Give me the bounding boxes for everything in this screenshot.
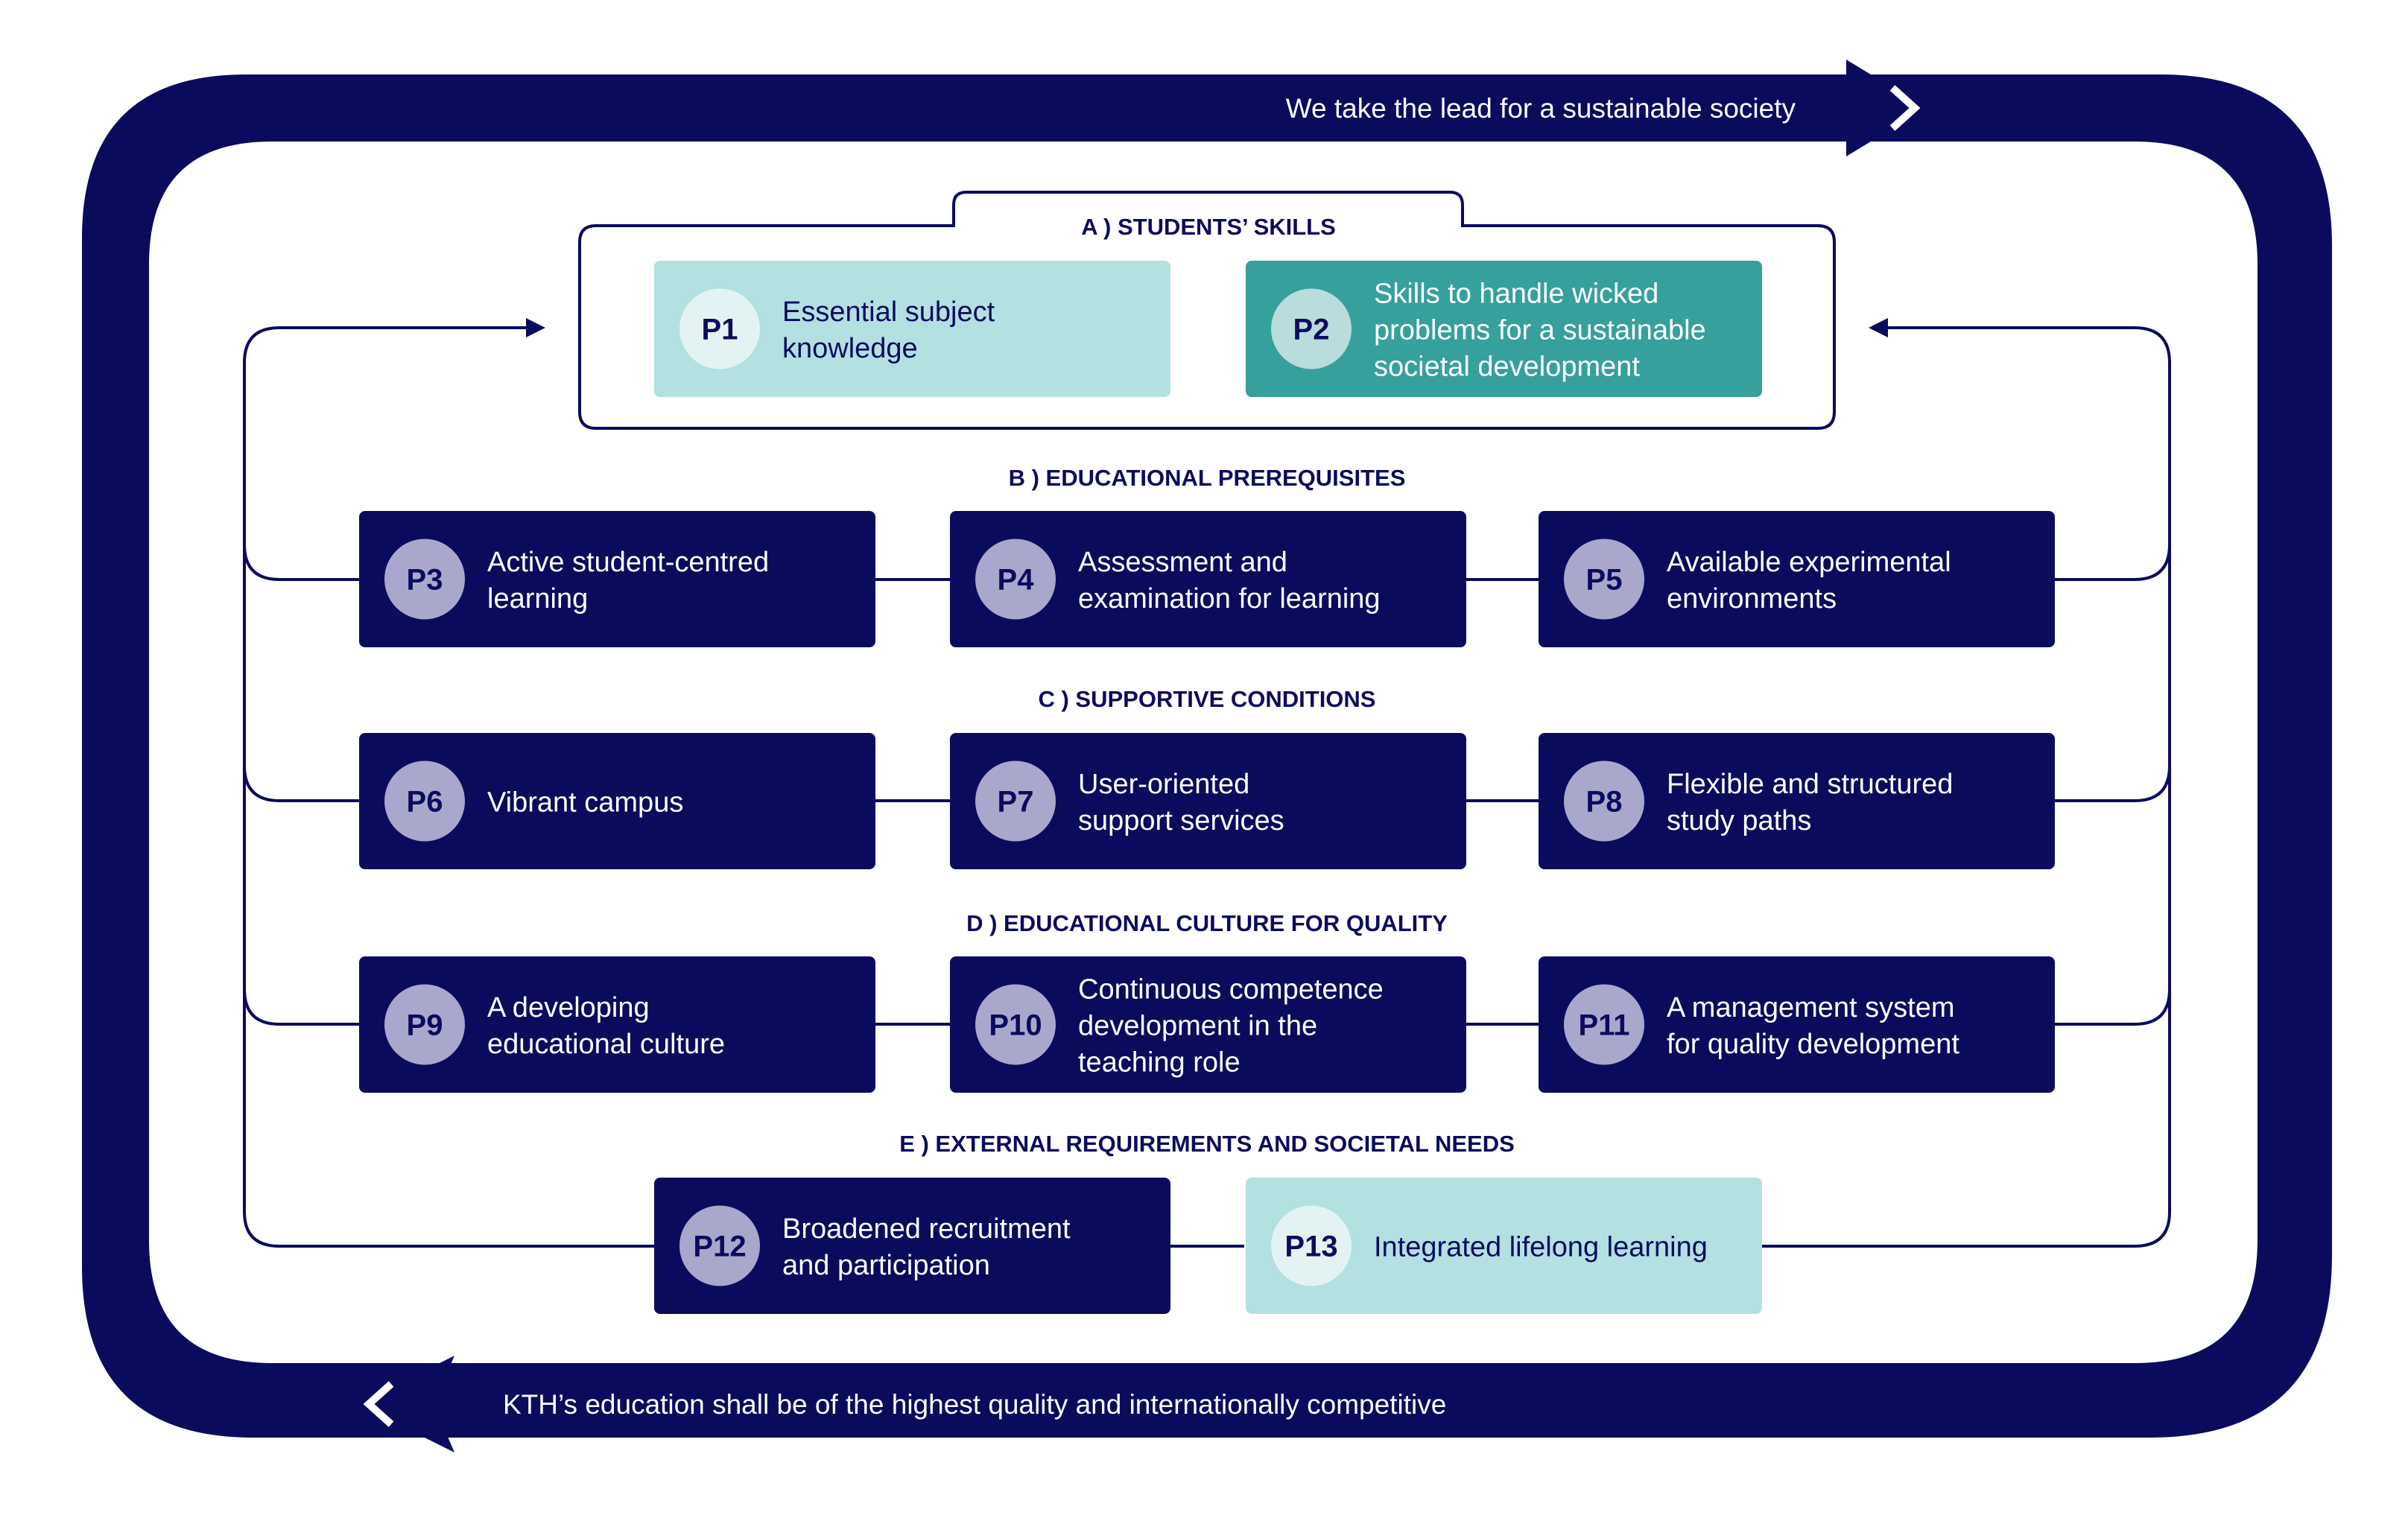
principle-box-p12: P12 Broadened recruitment and participatio… xyxy=(654,1178,1170,1314)
top-banner-text: We take the lead for a sustainable socie… xyxy=(1286,93,1796,124)
principle-box-bg xyxy=(1246,261,1762,397)
principle-box-p7: P7 User-oriented support services xyxy=(950,733,1466,869)
principle-box-bg xyxy=(1246,1178,1762,1314)
principle-code: P13 xyxy=(1284,1231,1337,1263)
bottom-banner-text: KTH’s education shall be of the highest … xyxy=(503,1389,1446,1420)
principle-label-line: learning xyxy=(487,583,588,615)
principle-badge xyxy=(384,984,465,1065)
principle-label-line: A management system xyxy=(1667,992,1955,1023)
principle-box-p6: P6 Vibrant campus xyxy=(359,733,875,869)
section-d-label: D ) EDUCATIONAL CULTURE FOR QUALITY xyxy=(966,910,1448,936)
principle-label-line: support services xyxy=(1078,805,1284,836)
principle-label-line: A developing xyxy=(487,992,650,1023)
top-arrow-tip xyxy=(1846,60,1926,156)
principle-label-line: societal development xyxy=(1374,352,1640,383)
principle-box-bg xyxy=(1539,733,2055,869)
principle-code: P8 xyxy=(1586,786,1623,819)
principle-code: P7 xyxy=(998,786,1034,819)
principle-box-bg xyxy=(654,1178,1170,1314)
principle-label-line: Available experimental xyxy=(1667,547,1951,578)
principle-box-p1: P1 Essential subject knowledge xyxy=(654,261,1170,397)
principle-label-line: Active student-centred xyxy=(487,547,769,578)
principle-box-bg xyxy=(950,511,1466,647)
principle-label-line: Skills to handle wicked xyxy=(1374,279,1658,310)
bottom-arrow-head xyxy=(358,1356,454,1452)
right-feedback-loop xyxy=(1762,326,2171,1248)
principle-code: P4 xyxy=(998,564,1035,597)
principle-box-p2: P2 Skills to handle wicked problems for a … xyxy=(1246,261,1762,397)
principle-boxes: P1 Essential subject knowledge P2 Skills to … xyxy=(359,261,2055,1314)
principle-badge xyxy=(1564,984,1644,1065)
principle-box-bg xyxy=(359,511,875,647)
right-feedback-arrowhead xyxy=(1869,318,1888,337)
principle-box-p8: P8 Flexible and structured study paths xyxy=(1539,733,2055,869)
principle-box-p4: P4 Assessment and examination for learning xyxy=(950,511,1466,647)
principle-box-bg xyxy=(950,956,1466,1093)
principle-badge xyxy=(1564,761,1644,842)
top-arrow-chevron xyxy=(1889,85,1921,131)
principle-box-bg xyxy=(654,261,1170,397)
principle-code: P10 xyxy=(989,1009,1042,1042)
principle-label-line: problems for a sustainable xyxy=(1374,315,1706,346)
principle-box-p5: P5 Available experimental environments xyxy=(1539,511,2055,647)
principle-label-line: Assessment and xyxy=(1078,547,1287,578)
section-b-label: B ) EDUCATIONAL PREREQUISITES xyxy=(1009,465,1406,491)
principle-box-p11: P11 A management system for quality develo… xyxy=(1539,956,2055,1093)
principle-label-line: Broadened recruitment xyxy=(782,1213,1071,1245)
principle-box-bg xyxy=(950,733,1466,869)
principle-label-line: User-oriented xyxy=(1078,769,1249,800)
left-feedback-arrowhead xyxy=(526,318,545,337)
principle-badge xyxy=(384,761,465,842)
principle-box-p9: P9 A developing educational culture xyxy=(359,956,875,1093)
section-e-label: E ) EXTERNAL REQUIREMENTS AND SOCIETAL N… xyxy=(899,1131,1515,1157)
principle-badge xyxy=(975,761,1056,842)
principle-code: P9 xyxy=(407,1009,443,1042)
principle-label-line: environments xyxy=(1667,583,1837,615)
principle-code: P12 xyxy=(693,1231,746,1263)
section-c-label: C ) SUPPORTIVE CONDITIONS xyxy=(1039,686,1376,712)
principle-label-line: Essential subject xyxy=(782,296,995,328)
row-connectors xyxy=(875,578,1539,1248)
principle-code: P11 xyxy=(1579,1009,1630,1042)
principle-code: P5 xyxy=(1586,564,1623,597)
principle-label-line: educational culture xyxy=(487,1029,725,1060)
principle-badge xyxy=(975,539,1056,620)
principle-badge xyxy=(679,288,760,369)
left-feedback-loop xyxy=(243,326,656,1248)
principle-badge xyxy=(975,984,1056,1065)
principle-badge xyxy=(1271,1205,1352,1286)
bottom-arrow-chevron xyxy=(363,1381,394,1427)
principle-badge xyxy=(679,1205,760,1286)
principle-label-line: teaching role xyxy=(1078,1047,1241,1079)
principle-box-p10: P10 Continuous competence development in t… xyxy=(950,956,1466,1093)
principle-label-line: Flexible and structured xyxy=(1667,769,1953,800)
principle-badge xyxy=(384,539,465,620)
principle-code: P2 xyxy=(1293,314,1330,346)
section-a-label: A ) STUDENTS’ SKILLS xyxy=(1081,214,1336,240)
principle-box-bg xyxy=(359,733,875,869)
principle-label-line: knowledge xyxy=(782,333,918,364)
principle-label-line: Integrated lifelong learning xyxy=(1374,1232,1708,1263)
principle-box-p3: P3 Active student-centred learning xyxy=(359,511,875,647)
principle-badge xyxy=(1271,288,1352,369)
principle-label-line: development in the xyxy=(1078,1011,1317,1042)
top-arrow-head xyxy=(1788,60,1911,156)
principle-label-line: examination for learning xyxy=(1078,583,1381,615)
principle-code: P6 xyxy=(407,786,443,819)
principle-label-line: and participation xyxy=(782,1250,990,1281)
principle-box-bg xyxy=(1539,511,2055,647)
principle-code: P1 xyxy=(702,314,738,346)
principle-badge xyxy=(1564,539,1644,620)
principle-box-bg xyxy=(359,956,875,1093)
principle-box-p13: P13 Integrated lifelong learning xyxy=(1246,1178,1762,1314)
principle-label-line: for quality development xyxy=(1667,1029,1959,1060)
principle-label-line: study paths xyxy=(1667,805,1811,836)
principle-label-line: Vibrant campus xyxy=(487,787,683,819)
principle-code: P3 xyxy=(407,564,443,597)
principle-label-line: Continuous competence xyxy=(1078,974,1384,1006)
principle-box-bg xyxy=(1539,956,2055,1093)
